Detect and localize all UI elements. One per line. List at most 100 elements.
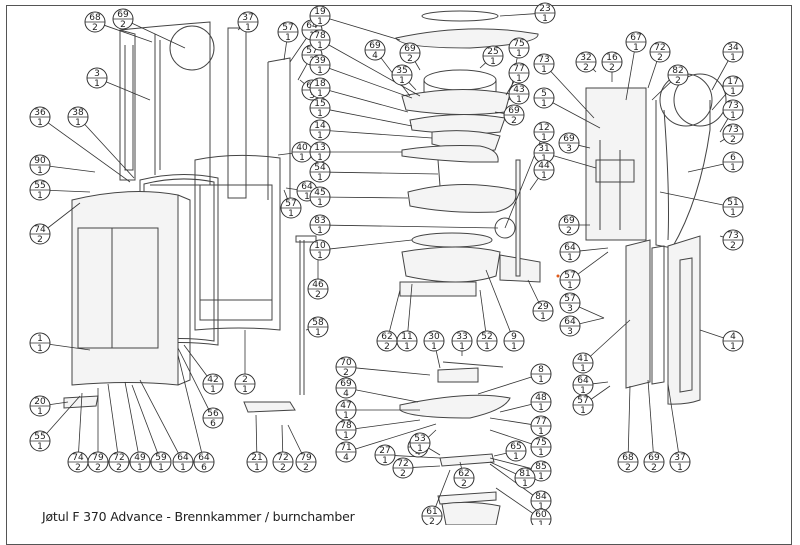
part-quantity: 1	[382, 456, 388, 466]
leader-line	[46, 395, 81, 434]
leader-line	[329, 171, 439, 175]
part-number: 77	[535, 417, 546, 427]
leader-line	[719, 235, 724, 238]
part-quantity: 1	[288, 209, 294, 219]
part-number: 68	[89, 13, 101, 23]
part-quantity: 1	[730, 342, 736, 352]
part-callout: 471	[335, 399, 357, 421]
part-callout: 191	[309, 5, 331, 27]
leader-line	[527, 279, 540, 303]
part-number: 14	[314, 121, 326, 131]
leader-line	[625, 51, 635, 101]
part-number: 73	[538, 55, 549, 65]
part-quantity: 2	[400, 469, 406, 479]
part-callout: 271	[374, 444, 396, 466]
leader-line	[49, 401, 69, 405]
leader-line	[552, 102, 601, 129]
leader-line	[299, 79, 305, 84]
part-callout: 251	[482, 45, 504, 67]
part-number: 5	[541, 89, 547, 99]
leader-line	[459, 461, 462, 469]
side-glass-panel	[227, 27, 291, 200]
leader-line	[414, 61, 421, 71]
convection-duct	[655, 73, 727, 249]
leader-line	[183, 344, 208, 377]
leader-line	[328, 44, 421, 97]
part-quantity: 1	[37, 166, 43, 176]
part-callout: 231	[534, 2, 556, 24]
part-quantity: 1	[317, 173, 323, 183]
part-number: 3	[94, 69, 100, 79]
part-callout: 111	[396, 330, 418, 352]
leader-line	[505, 81, 515, 96]
leader-line	[499, 403, 532, 413]
part-callout: 781	[309, 29, 331, 51]
part-number: 36	[34, 108, 46, 118]
part-callout: 41	[722, 330, 744, 352]
leader-line	[255, 414, 258, 453]
leader-line	[329, 67, 413, 99]
leader-line	[495, 487, 533, 514]
part-quantity: 1	[538, 472, 544, 482]
part-callout: 694	[364, 39, 386, 61]
part-callout: 481	[530, 391, 552, 413]
leader-line	[550, 71, 595, 119]
part-callout: 831	[309, 214, 331, 236]
part-number: 68	[622, 453, 634, 463]
part-quantity: 2	[95, 463, 101, 473]
part-number: 79	[300, 453, 312, 463]
part-number: 11	[401, 332, 412, 342]
part-quantity: 2	[407, 54, 413, 64]
part-number: 55	[34, 181, 45, 191]
part-callout: 722	[649, 41, 671, 63]
leader-line	[489, 457, 532, 469]
part-callout: 451	[309, 186, 331, 208]
leader-line	[577, 251, 609, 275]
part-number: 73	[727, 231, 738, 241]
part-callout: 714	[335, 441, 357, 463]
leader-line	[329, 239, 413, 250]
part-quantity: 1	[511, 342, 517, 352]
part-number: 69	[563, 134, 575, 144]
base-assembly	[399, 361, 511, 525]
part-callout: 751	[508, 37, 530, 59]
part-callout: 331	[451, 330, 473, 352]
part-number: 64	[564, 317, 576, 327]
part-callout: 742	[67, 451, 89, 473]
part-number: 69	[508, 106, 520, 116]
part-callout: 171	[722, 75, 744, 97]
part-quantity: 1	[730, 53, 736, 63]
part-number: 44	[538, 161, 550, 171]
part-quantity: 2	[657, 53, 663, 63]
part-number: 85	[535, 462, 546, 472]
part-callout: 731	[722, 99, 744, 121]
part-quantity: 1	[137, 463, 143, 473]
part-number: 79	[92, 453, 104, 463]
part-callout: 722	[272, 451, 294, 473]
part-number: 55	[34, 432, 45, 442]
part-callout: 141	[309, 119, 331, 141]
part-quantity: 6	[201, 463, 207, 473]
part-number: 75	[535, 438, 546, 448]
part-quantity: 1	[580, 386, 586, 396]
part-quantity: 1	[37, 344, 43, 354]
leader-line	[479, 62, 486, 69]
part-quantity: 4	[343, 389, 349, 399]
part-callout: 682	[617, 451, 639, 473]
part-number: 2	[242, 375, 248, 385]
part-quantity: 1	[417, 444, 423, 454]
part-number: 61	[426, 507, 437, 517]
leader-line	[435, 350, 441, 369]
leader-line	[590, 319, 631, 357]
part-number: 48	[535, 393, 547, 403]
part-callout: 771	[530, 415, 552, 437]
part-quantity: 1	[730, 111, 736, 121]
part-callout: 211	[246, 451, 268, 473]
part-quantity: 1	[210, 385, 216, 395]
part-number: 12	[538, 123, 549, 133]
part-quantity: 1	[516, 49, 522, 59]
part-number: 75	[513, 39, 524, 49]
part-quantity: 1	[317, 198, 323, 208]
part-quantity: 2	[384, 342, 390, 352]
top-plate-assembly	[395, 10, 539, 248]
